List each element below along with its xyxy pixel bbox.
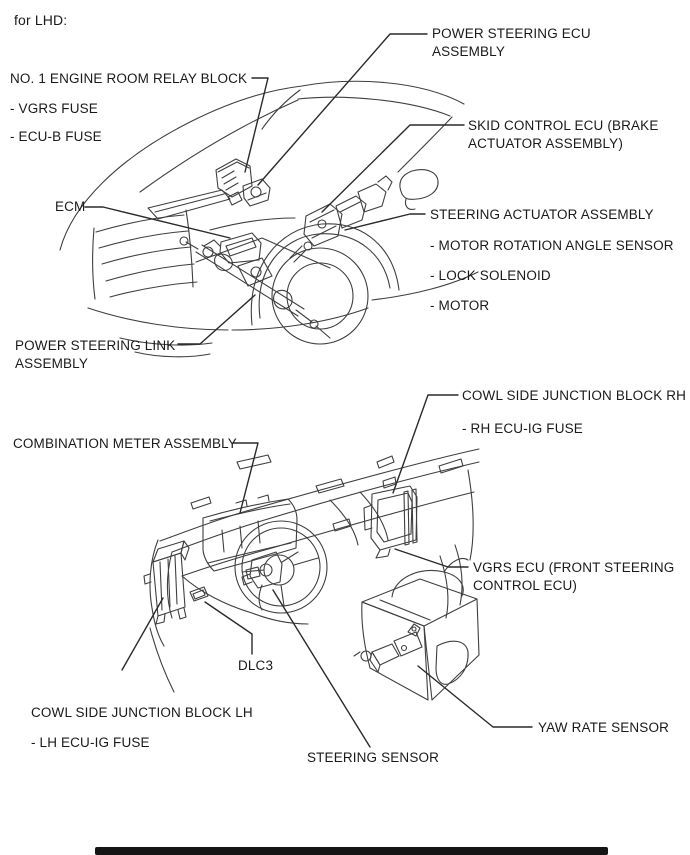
label-power-steering-ecu-2: ASSEMBLY [432, 44, 505, 59]
label-vgrs-fuse: - VGRS FUSE [10, 101, 98, 116]
instrument-panel-illustration [144, 449, 479, 700]
label-lock-solenoid: - LOCK SOLENOID [430, 268, 551, 283]
bottom-leader-lines [122, 395, 532, 747]
footer-bar [95, 847, 608, 855]
combination-meter-component [203, 495, 297, 579]
label-vgrs-ecu-1: VGRS ECU (FRONT STEERING [473, 560, 675, 575]
label-cowl-lh: COWL SIDE JUNCTION BLOCK LH [31, 705, 253, 720]
steering-sensor-component [242, 552, 298, 588]
leader-steering-sensor [273, 590, 370, 747]
leader-skid-control [322, 125, 464, 212]
dlc3-component [190, 587, 208, 601]
label-motor-rotation-angle-sensor: - MOTOR ROTATION ANGLE SENSOR [430, 238, 674, 253]
variant-note: for LHD: [14, 12, 68, 28]
label-power-steering-link-2: ASSEMBLY [15, 356, 88, 371]
steering-wheel [235, 521, 327, 613]
leader-dlc3 [205, 602, 252, 654]
power-steering-ecu-component [243, 179, 270, 206]
ecm-component [220, 233, 261, 263]
leader-vgrs-ecu [395, 549, 468, 567]
label-skid-control-1: SKID CONTROL ECU (BRAKE [468, 118, 659, 133]
label-steering-actuator: STEERING ACTUATOR ASSEMBLY [430, 207, 654, 222]
leader-power-steering-link [178, 295, 255, 344]
leader-power-steering-ecu [258, 34, 427, 185]
steering-actuator-component [290, 176, 392, 262]
leader-combination-meter [233, 443, 258, 513]
label-dlc3: DLC3 [238, 658, 274, 673]
vehicle-front-illustration [60, 81, 478, 356]
label-lh-ecu-ig-fuse: - LH ECU-IG FUSE [31, 735, 150, 750]
junction-block-lh-component [144, 541, 189, 624]
label-rh-ecu-ig-fuse: - RH ECU-IG FUSE [462, 421, 583, 436]
vgrs-ecu-component [364, 477, 417, 558]
label-cowl-rh: COWL SIDE JUNCTION BLOCK RH [462, 388, 687, 403]
center-console [362, 559, 479, 701]
label-power-steering-link-1: POWER STEERING LINK [15, 338, 176, 353]
label-steering-sensor: STEERING SENSOR [307, 750, 440, 765]
yaw-rate-sensor-component [354, 624, 422, 672]
leader-ecm [85, 207, 230, 238]
label-ecu-b-fuse: - ECU-B FUSE [10, 129, 102, 144]
leader-steering-actuator [345, 214, 425, 230]
leader-cowl-rh [393, 395, 458, 493]
label-power-steering-ecu-1: POWER STEERING ECU [432, 26, 591, 41]
leader-cowl-lh [122, 598, 163, 670]
leader-relay-block [245, 78, 268, 172]
label-relay-block: NO. 1 ENGINE ROOM RELAY BLOCK [10, 71, 248, 86]
label-ecm: ECM [55, 199, 86, 214]
label-combination-meter: COMBINATION METER ASSEMBLY [13, 436, 237, 451]
relay-block-component [216, 159, 252, 205]
leader-yaw-rate-sensor [418, 666, 532, 727]
label-skid-control-2: ACTUATOR ASSEMBLY) [468, 136, 623, 151]
label-yaw-rate-sensor: YAW RATE SENSOR [538, 720, 670, 735]
label-motor: - MOTOR [430, 298, 490, 313]
top-leader-lines [85, 34, 464, 344]
power-steering-link-component [180, 237, 330, 338]
label-vgrs-ecu-2: CONTROL ECU) [473, 578, 578, 593]
